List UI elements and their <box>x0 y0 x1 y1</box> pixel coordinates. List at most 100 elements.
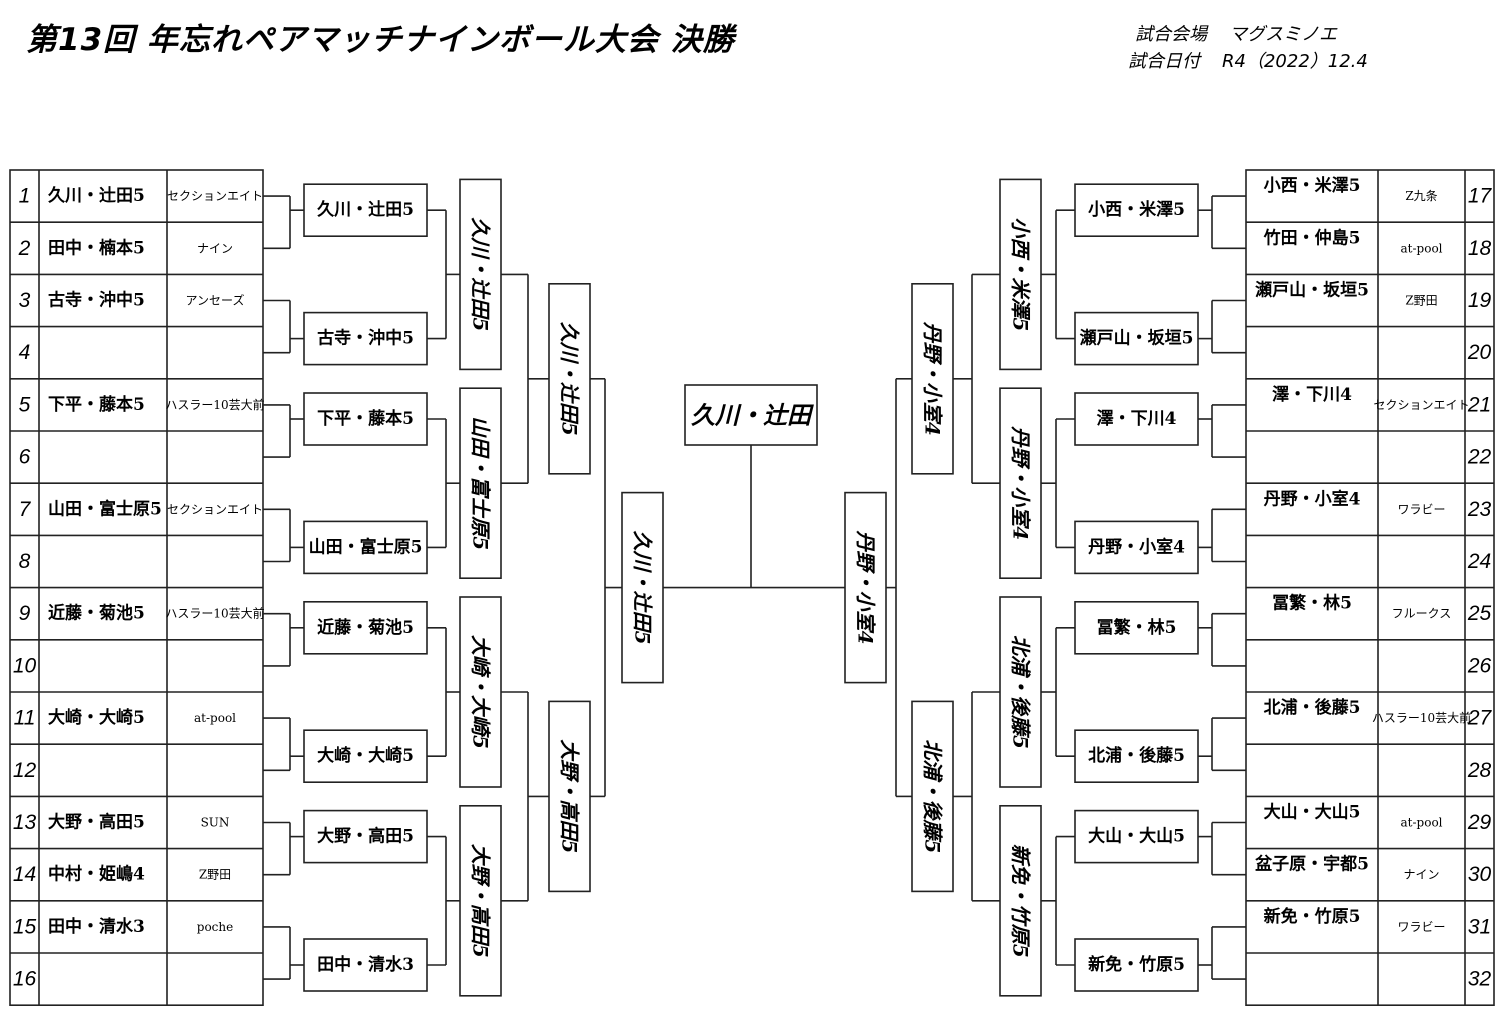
seed-number: 10 <box>13 654 37 677</box>
round3-box <box>911 282 954 475</box>
seed-number: 13 <box>13 811 37 834</box>
round2-winner: 小西・米澤5 <box>1009 217 1033 331</box>
club-name: セクションエイト <box>1373 398 1469 412</box>
date-info: 試合日付 R4（2022）12.4 <box>1128 47 1368 73</box>
round3-box <box>548 282 591 475</box>
round3-winner: 久川・辻田5 <box>558 322 582 436</box>
player-pair-name: 田中・楠本5 <box>48 237 145 258</box>
player-pair-name: 大崎・大崎5 <box>48 707 145 728</box>
round1-winner: 古寺・沖中5 <box>317 328 414 349</box>
club-name: アンセーズ <box>186 293 245 308</box>
round1-winner: 澤・下川4 <box>1097 409 1177 429</box>
player-pair-name: 久川・辻田5 <box>48 185 145 206</box>
round1-winner: 新免・竹原5 <box>1088 954 1185 975</box>
page-title: 第13回 年忘れペアマッチナインボール大会 決勝 <box>26 22 735 58</box>
seed-number: 17 <box>1468 185 1493 208</box>
seed-number: 15 <box>13 915 37 938</box>
player-pair-name: 古寺・沖中5 <box>48 290 145 311</box>
club-name: SUN <box>201 816 230 830</box>
club-name: セクションエイト <box>167 502 263 516</box>
round1-winner: 下平・藤本5 <box>317 408 414 429</box>
seed-number: 20 <box>1467 341 1492 364</box>
seed-number: 19 <box>1468 289 1492 312</box>
round1-winner: 久川・辻田5 <box>317 199 414 220</box>
player-pair-name: 北浦・後藤5 <box>1264 697 1361 718</box>
round3-box <box>548 700 591 893</box>
date-label: 試合日付 <box>1128 51 1200 72</box>
round2-box <box>459 596 502 788</box>
seed-number: 6 <box>19 446 31 469</box>
round2-box <box>999 804 1042 997</box>
champion-box <box>684 384 818 446</box>
round1-box <box>303 311 428 366</box>
club-name: poche <box>197 920 233 934</box>
seed-number: 14 <box>13 863 36 886</box>
round1-box <box>1074 809 1199 864</box>
round2-box <box>459 387 502 580</box>
venue-value: マグスミノエ <box>1229 24 1337 45</box>
round1-winner: 北浦・後藤5 <box>1088 745 1185 766</box>
seed-number: 28 <box>1467 759 1492 782</box>
player-pair-name: 山田・富士原5 <box>48 498 162 519</box>
club-name: Z野田 <box>199 868 231 882</box>
round2-winner: 北浦・後藤5 <box>1009 635 1033 749</box>
seed-number: 11 <box>14 707 36 730</box>
round2-box <box>999 178 1042 371</box>
player-pair-name: 大野・高田5 <box>48 812 145 833</box>
seed-number: 30 <box>1468 863 1492 886</box>
round1-box <box>1074 600 1199 655</box>
seed-number: 1 <box>19 185 31 208</box>
player-pair-name: 中村・姫嶋4 <box>48 864 145 885</box>
round2-winner: 丹野・小室4 <box>1009 425 1033 540</box>
club-name: フルークス <box>1392 607 1452 621</box>
player-pair-name: 竹田・仲島5 <box>1263 227 1361 248</box>
round1-box <box>1074 729 1199 784</box>
seed-number: 3 <box>19 289 31 312</box>
round1-box <box>303 729 428 784</box>
club-name: Z野田 <box>1405 294 1437 308</box>
right-semifinal-box <box>844 491 887 684</box>
round1-box <box>1074 938 1199 992</box>
seed-number: 27 <box>1467 707 1493 730</box>
round3-box <box>911 700 954 893</box>
round1-box <box>303 520 428 575</box>
seed-number: 21 <box>1467 393 1491 416</box>
club-name: ナイン <box>1403 868 1439 882</box>
player-pair-name: 新免・竹原5 <box>1264 906 1361 927</box>
round1-winner: 大崎・大崎5 <box>317 745 414 766</box>
seed-number: 25 <box>1467 602 1492 625</box>
left-semifinal-winner: 久川・辻田5 <box>631 531 655 645</box>
seed-number: 4 <box>19 341 31 364</box>
round2-winner: 大野・高田5 <box>469 844 493 958</box>
round3-winner: 大野・高田5 <box>558 739 582 853</box>
seed-number: 9 <box>19 602 31 625</box>
round3-winner: 丹野・小室4 <box>921 321 945 436</box>
round1-box <box>303 600 428 655</box>
date-value: R4（2022）12.4 <box>1222 51 1368 72</box>
round2-winner: 新免・竹原5 <box>1009 844 1033 958</box>
player-pair-name: 小西・米澤5 <box>1264 175 1361 196</box>
seed-number: 16 <box>13 968 37 991</box>
round1-winner: 小西・米澤5 <box>1088 199 1185 220</box>
seed-number: 24 <box>1467 550 1491 573</box>
club-name: ハスラー10芸大前 <box>165 397 264 412</box>
seed-number: 18 <box>1468 237 1492 260</box>
club-name: Z九条 <box>1405 189 1437 203</box>
round2-winner: 山田・富士原5 <box>469 416 493 550</box>
champion-name: 久川・辻田 <box>691 401 814 430</box>
seed-number: 31 <box>1468 915 1491 938</box>
seed-number: 12 <box>13 759 37 782</box>
round2-box <box>459 178 502 371</box>
club-name: ナイン <box>197 241 233 255</box>
player-pair-name: 近藤・菊池5 <box>48 603 145 624</box>
seed-number: 29 <box>1467 811 1492 834</box>
club-name: at-pool <box>194 711 236 725</box>
club-name: at-pool <box>1401 241 1443 255</box>
round1-winner: 山田・富士原5 <box>309 536 423 557</box>
player-pair-name: 下平・藤本5 <box>48 394 145 415</box>
round2-winner: 大崎・大崎5 <box>469 635 493 749</box>
venue-label: 試合会場 <box>1135 24 1207 45</box>
club-name: ワラビー <box>1397 502 1445 516</box>
club-name: ハスラー10芸大前 <box>165 606 264 621</box>
